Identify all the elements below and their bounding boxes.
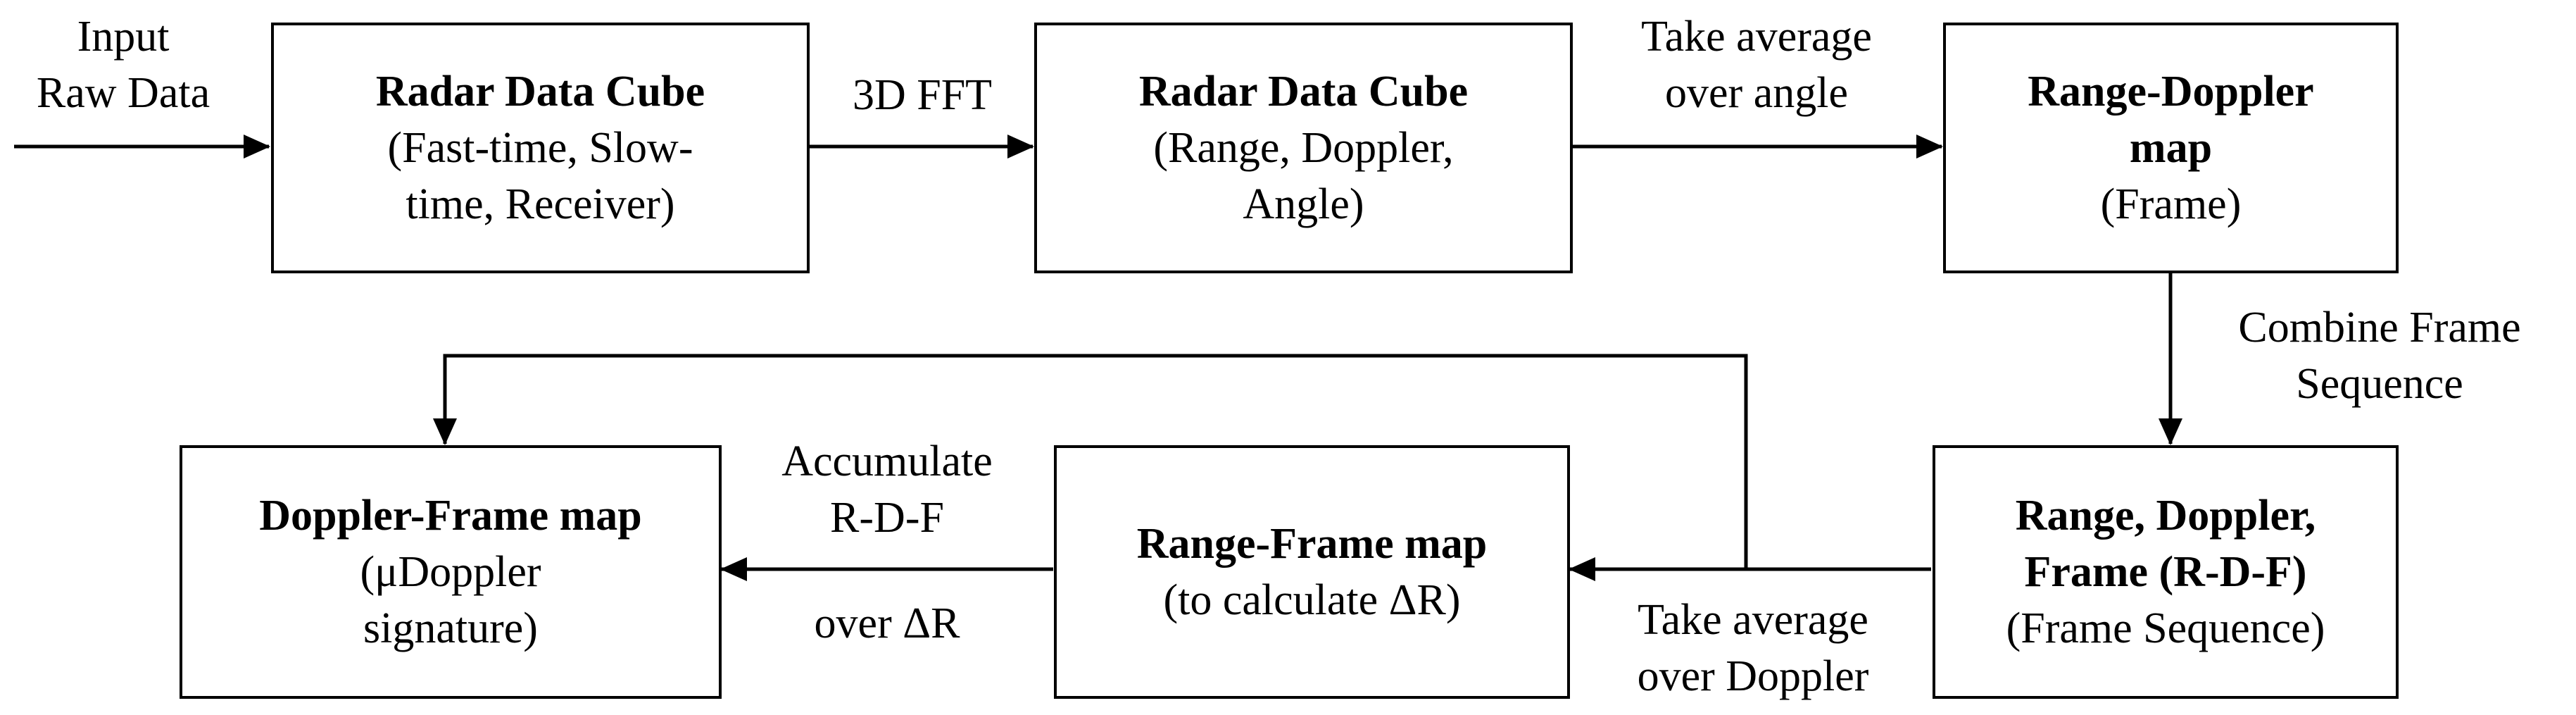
combine-line-2: Sequence [2296,360,2463,408]
range-doppler-map-box: Range-Doppler map (Frame) [1943,23,2399,273]
arrowhead-accumulate [720,557,747,581]
range-frame-map-box: Range-Frame map (to calculate ΔR) [1054,445,1570,699]
input-label-line-2: Raw Data [36,69,211,117]
arrowhead-avg-angle [1916,135,1943,158]
arrow-feedback [443,354,1748,569]
over-dr-text: over ΔR [814,599,960,647]
radar-cube-fft-line-2: Angle) [1243,180,1364,228]
input-label: Input Raw Data [7,8,239,121]
avg-doppler-line-1: Take average [1638,596,1868,644]
accumulate-line-2: R-D-F [830,494,944,542]
arrowhead-avg-doppler [1569,557,1595,581]
over-dr-label: over ΔR [732,595,1042,652]
combine-label: Combine Frame Sequence [2189,299,2570,412]
fft-label-text: 3D FFT [852,71,993,119]
rdf-box: Range, Doppler, Frame (R-D-F) (Frame Seq… [1933,445,2399,699]
accumulate-line-1: Accumulate [781,437,993,485]
avg-doppler-line-2: over Doppler [1637,652,1869,700]
combine-line-1: Combine Frame [2238,304,2521,352]
avg-angle-line-1: Take average [1641,13,1872,61]
doppler-frame-map-title: Doppler-Frame map [259,492,642,540]
doppler-frame-map-line-1: (μDoppler [360,548,541,596]
arrowhead-fft [1007,135,1034,158]
arrowhead-feedback [433,418,457,445]
avg-angle-line-2: over angle [1665,69,1848,117]
range-frame-map-line-1: (to calculate ΔR) [1163,576,1461,624]
avg-doppler-label: Take average over Doppler [1584,592,1922,704]
arrowhead-combine [2159,418,2182,445]
fft-label: 3D FFT [824,67,1021,123]
arrowhead-input [244,135,270,158]
range-doppler-map-title-2: map [2129,124,2213,172]
doppler-frame-map-box: Doppler-Frame map (μDoppler signature) [180,445,722,699]
avg-angle-label: Take average over angle [1581,8,1933,121]
range-doppler-map-line-1: (Frame) [2100,180,2242,228]
radar-cube-raw-box: Radar Data Cube (Fast-time, Slow- time, … [271,23,810,273]
radar-cube-raw-line-2: time, Receiver) [406,180,675,228]
range-frame-map-title: Range-Frame map [1136,520,1488,568]
doppler-frame-map-line-2: signature) [363,604,538,652]
radar-cube-raw-title: Radar Data Cube [375,68,705,116]
radar-cube-fft-title: Radar Data Cube [1138,68,1469,116]
radar-cube-fft-box: Radar Data Cube (Range, Doppler, Angle) [1034,23,1573,273]
input-label-line-1: Input [77,13,170,61]
rdf-title-1: Range, Doppler, [2015,492,2316,540]
range-doppler-map-title-1: Range-Doppler [2028,68,2314,116]
accumulate-label: Accumulate R-D-F [732,433,1042,546]
rdf-line-1: (Frame Sequence) [2006,604,2325,652]
radar-cube-raw-line-1: (Fast-time, Slow- [387,124,693,172]
rdf-title-2: Frame (R-D-F) [2024,548,2307,596]
radar-cube-fft-line-1: (Range, Doppler, [1153,124,1454,172]
